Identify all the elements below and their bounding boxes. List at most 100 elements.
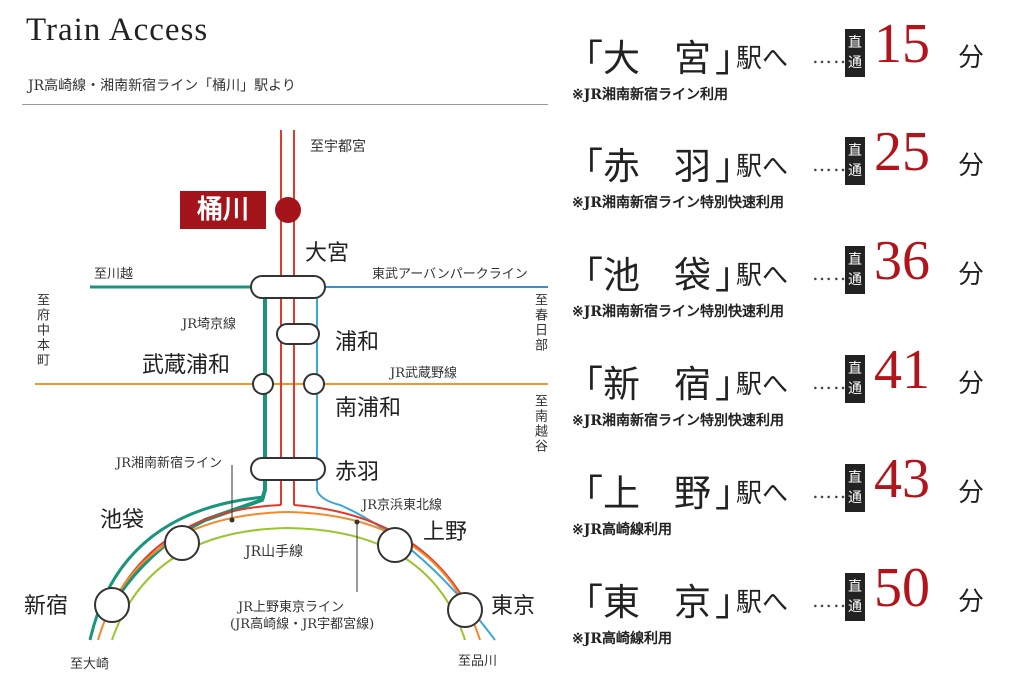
station-label-shinjuku: 新宿 (24, 594, 69, 619)
route-destination: 「池袋」 (566, 245, 752, 299)
musashi-urawa-station-dot (252, 373, 274, 395)
open-bracket: 「 (566, 145, 603, 188)
route-destination-name: 大宮 (603, 37, 745, 80)
ueno-station-dot (377, 527, 413, 563)
route-destination: 「新宿」 (566, 354, 752, 408)
page-title: Train Access (26, 12, 209, 48)
route-minutes-unit: 分 (958, 587, 985, 617)
label-jr-keihin-tohoku: JR京浜東北線 (362, 498, 442, 513)
title-divider (22, 104, 548, 105)
route-eki-label: 駅へ (736, 44, 789, 74)
close-bracket: 」 (715, 363, 752, 406)
close-bracket: 」 (715, 254, 752, 297)
route-minutes-unit: 分 (958, 478, 985, 508)
route-eki-label: 駅へ (736, 261, 789, 291)
station-label-urawa: 浦和 (335, 330, 380, 355)
label-jr-yamanote: JR山手線 (245, 544, 304, 560)
close-bracket: 」 (715, 145, 752, 188)
label-jr-ueno-tokyo-sub: (JR高崎線・JR宇都宮線) (230, 617, 375, 632)
station-label-minami-urawa: 南浦和 (335, 396, 402, 421)
ueno-tokyo-leader-dot (354, 519, 360, 525)
route-note: ※JR湘南新宿ライン特別快速利用 (572, 195, 784, 211)
shinjuku-station-dot (94, 587, 130, 623)
direct-badge: 直通 (845, 29, 865, 77)
route-eki-label: 駅へ (736, 152, 789, 182)
label-to-shinagawa: 至品川 (458, 654, 498, 669)
route-destination-name: 上野 (603, 472, 745, 515)
route-destination-name: 赤羽 (603, 145, 745, 188)
label-jr-shonan-shinjuku: JR湘南新宿ライン (116, 456, 222, 471)
label-jr-musashino: JR武蔵野線 (390, 366, 457, 381)
route-minutes-unit: 分 (958, 151, 985, 181)
label-to-fuchu-honmachi: 至府中本町 (34, 293, 49, 368)
origin-station-label: 桶川 (180, 191, 266, 229)
label-tobu-urban-park: 東武アーバンパークライン (372, 267, 528, 282)
direct-badge: 直通 (845, 464, 865, 512)
route-minutes: 15 (874, 13, 930, 75)
open-bracket: 「 (566, 581, 603, 624)
route-note: ※JR湘南新宿ライン特別快速利用 (572, 413, 784, 429)
route-minutes-unit: 分 (958, 260, 985, 290)
route-destination: 「大宮」 (566, 28, 752, 82)
route-destination: 「東京」 (566, 572, 752, 626)
station-label-ueno: 上野 (423, 520, 468, 545)
open-bracket: 「 (566, 254, 603, 297)
route-minutes-unit: 分 (958, 369, 985, 399)
route-minutes: 43 (874, 448, 930, 510)
route-destination: 「上野」 (566, 463, 752, 517)
direct-badge: 直通 (845, 137, 865, 185)
route-destination-name: 新宿 (603, 363, 745, 406)
close-bracket: 」 (715, 37, 752, 80)
route-note: ※JR高崎線利用 (572, 631, 672, 647)
urawa-station-pill (276, 323, 320, 345)
route-destination: 「赤羽」 (566, 136, 752, 190)
route-note: ※JR湘南新宿ライン利用 (572, 87, 728, 103)
label-jr-saikyo: JR埼京線 (182, 317, 236, 332)
okegawa-station-dot (275, 197, 301, 223)
route-map (35, 130, 548, 641)
station-label-ikebukuro: 池袋 (100, 508, 145, 533)
label-to-utsunomiya: 至宇都宮 (310, 139, 366, 155)
station-label-tokyo: 東京 (491, 594, 536, 619)
route-minutes-unit: 分 (958, 43, 985, 73)
yamanote-outer-arc (97, 510, 481, 641)
route-note: ※JR高崎線利用 (572, 522, 672, 538)
open-bracket: 「 (566, 363, 603, 406)
route-destination-name: 東京 (603, 581, 745, 624)
direct-badge: 直通 (845, 246, 865, 294)
station-label-musashi-urawa: 武蔵浦和 (142, 353, 231, 378)
station-label-akabane: 赤羽 (335, 460, 380, 485)
label-jr-ueno-tokyo: JR上野東京ライン (238, 600, 344, 615)
label-to-minami-koshigaya: 至南越谷 (532, 394, 547, 454)
minami-urawa-station-dot (303, 373, 325, 395)
akabane-station-pill (250, 457, 326, 481)
route-minutes: 50 (874, 557, 930, 619)
route-minutes: 36 (874, 230, 930, 292)
route-minutes: 25 (874, 121, 930, 183)
route-eki-label: 駅へ (736, 370, 789, 400)
station-label-omiya: 大宮 (305, 241, 350, 266)
label-to-osaki: 至大崎 (70, 657, 110, 672)
close-bracket: 」 (715, 472, 752, 515)
route-destination-name: 池袋 (603, 254, 745, 297)
yamanote-inner-arc (111, 526, 466, 641)
omiya-station-pill (250, 275, 326, 299)
route-note: ※JR湘南新宿ライン特別快速利用 (572, 304, 784, 320)
route-eki-label: 駅へ (736, 588, 789, 618)
tokyo-station-dot (447, 592, 483, 628)
shonan-leader-dot (229, 517, 235, 523)
route-eki-label: 駅へ (736, 479, 789, 509)
open-bracket: 「 (566, 472, 603, 515)
label-to-kawagoe: 至川越 (94, 267, 134, 282)
route-minutes: 41 (874, 339, 930, 401)
direct-badge: 直通 (845, 355, 865, 403)
ikebukuro-station-dot (164, 525, 200, 561)
page-subtitle: JR高崎線・湘南新宿ライン「桶川」駅より (28, 78, 296, 94)
close-bracket: 」 (715, 581, 752, 624)
open-bracket: 「 (566, 37, 603, 80)
